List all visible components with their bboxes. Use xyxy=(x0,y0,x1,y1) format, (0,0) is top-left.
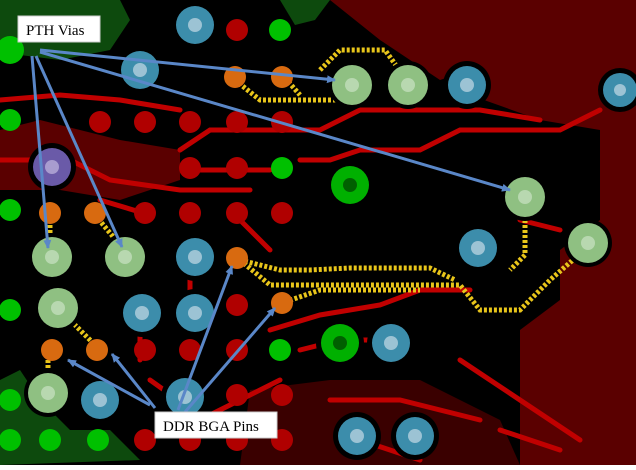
arrow-ddr-2 xyxy=(110,353,157,409)
arrow-ddr-3 xyxy=(176,265,234,411)
arrow-pth-1 xyxy=(39,48,336,84)
bga-pads-red xyxy=(89,19,293,451)
arrow-pth-3 xyxy=(30,55,52,249)
teal-vias xyxy=(33,6,636,455)
arrow-pth-2 xyxy=(39,50,511,192)
label-ddr-bga-pins-text: DDR BGA Pins xyxy=(163,419,259,435)
arrow-ddr-1 xyxy=(67,358,151,407)
label-pth-vias: PTH Vias xyxy=(17,15,101,43)
green-vias xyxy=(28,65,608,413)
arrow-ddr-4 xyxy=(183,307,277,413)
label-ddr-bga-pins: DDR BGA Pins xyxy=(154,411,278,439)
arrow-pth-4 xyxy=(34,55,124,248)
label-pth-vias-text: PTH Vias xyxy=(26,23,85,39)
ground-vias xyxy=(0,19,369,451)
annotation-arrows xyxy=(30,48,511,413)
